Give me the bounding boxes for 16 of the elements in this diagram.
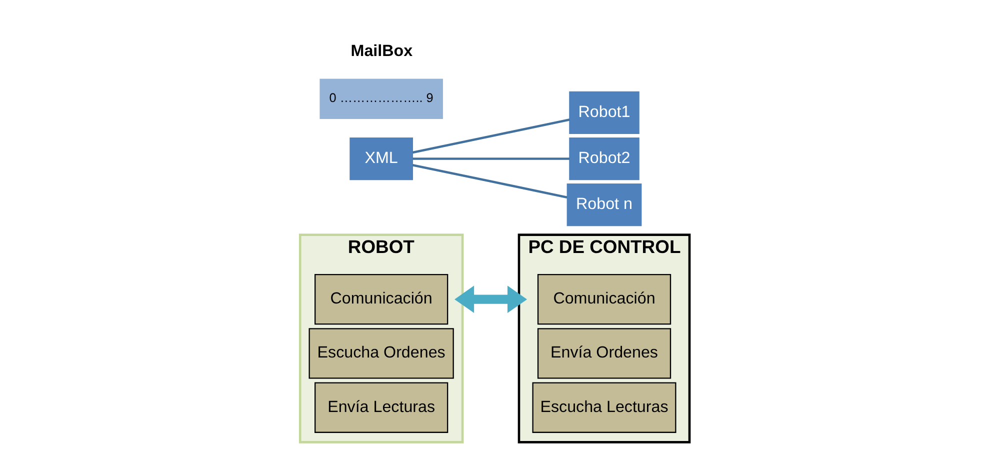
node-box: Robot2 [569, 136, 640, 180]
node-box: Robot n [566, 183, 642, 226]
node-box: Comunicación [537, 273, 672, 324]
node-box: Comunicación [314, 273, 448, 324]
node-box: Envía Ordenes [537, 328, 672, 378]
node-label: MailBox [350, 41, 413, 60]
connector [412, 118, 570, 154]
node-box: Escucha Lecturas [532, 382, 676, 432]
node-box: Robot1 [569, 90, 640, 134]
node-box: Escucha Ordenes [308, 328, 454, 378]
connector [412, 163, 568, 198]
connector [412, 157, 570, 160]
node-box: XML [350, 136, 413, 180]
node-box: 0 ……………….. 9 [318, 77, 444, 120]
node-box: Envía Lecturas [314, 382, 448, 432]
arrow [454, 285, 528, 313]
